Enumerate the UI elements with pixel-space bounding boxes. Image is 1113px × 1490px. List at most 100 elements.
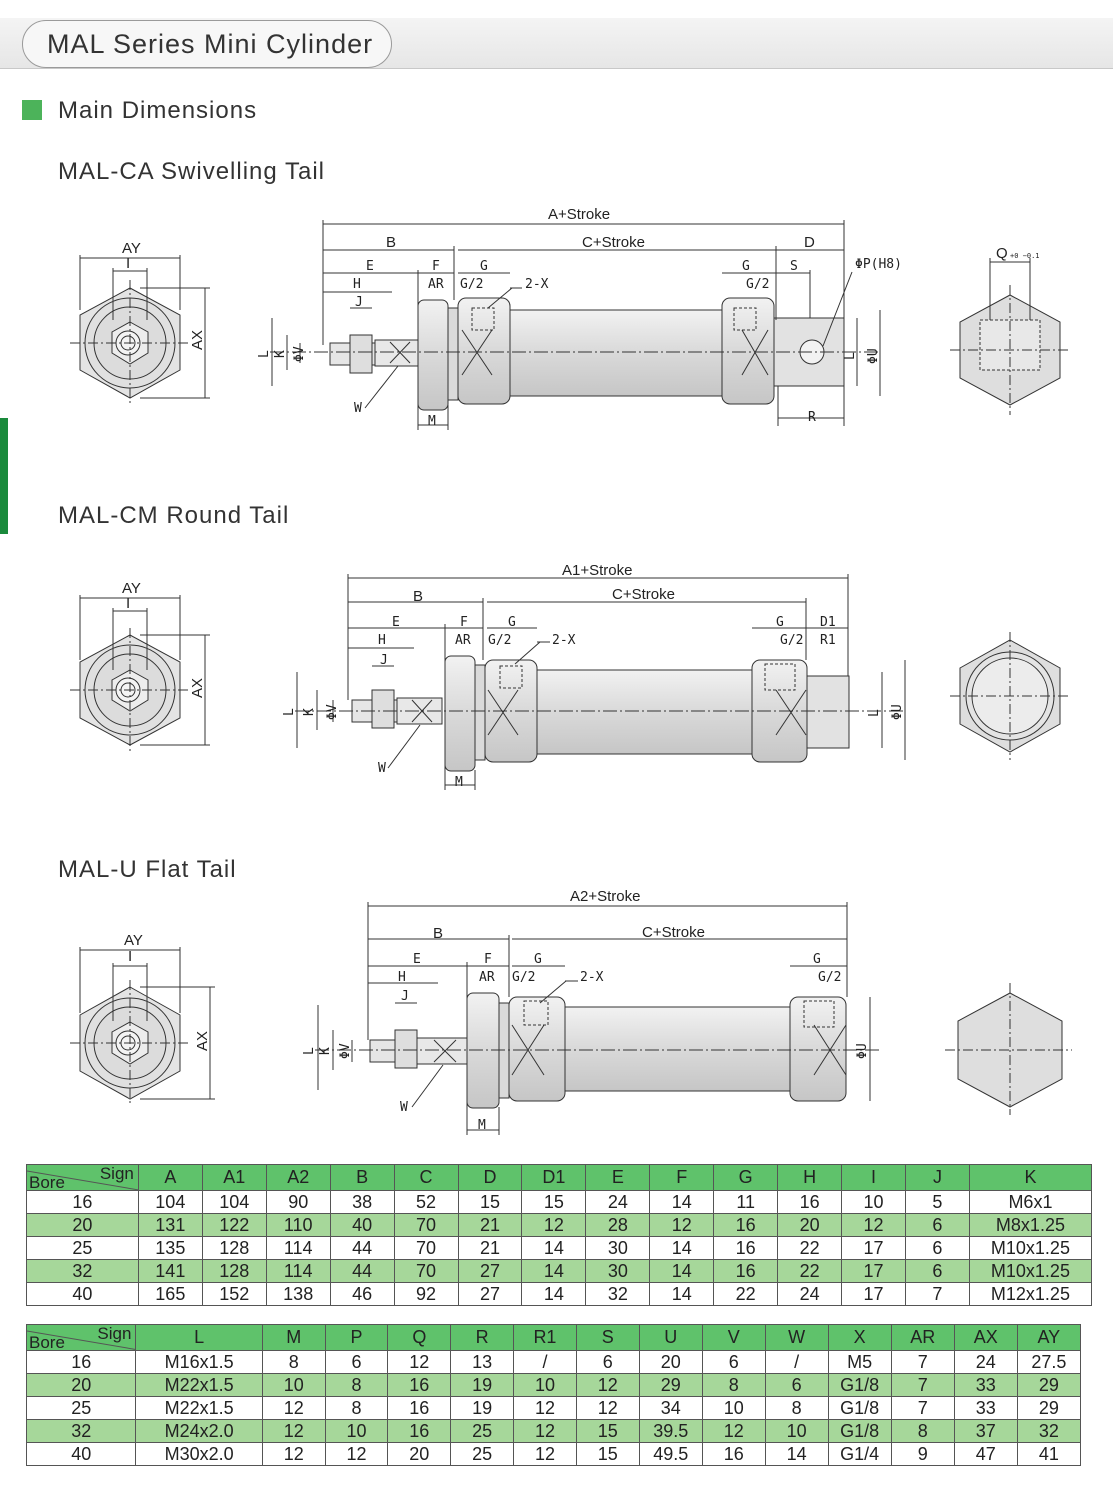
col-header: L xyxy=(135,1324,263,1351)
col-header: S xyxy=(575,1324,640,1351)
col-header: W xyxy=(764,1324,829,1351)
table-cell: 8 xyxy=(764,1396,829,1420)
dim-f: F xyxy=(484,952,492,967)
dim-e: E xyxy=(366,259,374,274)
table-cell: 16 xyxy=(701,1442,766,1466)
dim-m: M xyxy=(478,1118,486,1133)
table-cell: 6 xyxy=(904,1236,970,1260)
dim-ax: AX xyxy=(189,678,206,698)
table-cell: 44 xyxy=(329,1236,395,1260)
table-cell: 122 xyxy=(201,1213,267,1237)
rear-end-view xyxy=(950,632,1070,760)
drawing-cm: AY I AX A1+Stroke B C+Stroke E xyxy=(0,560,1113,800)
table-cell: 25 xyxy=(450,1419,515,1443)
section-title: Main Dimensions xyxy=(58,97,258,124)
table-cell: M6x1 xyxy=(968,1190,1093,1214)
table-cell: 32 xyxy=(1016,1419,1082,1443)
table-header-row: Sign Bore L M P Q R R1 S U V W X AR AX A… xyxy=(25,1324,1082,1351)
col-header: P xyxy=(324,1324,389,1351)
table-cell: 30 xyxy=(585,1259,651,1283)
table-cell: G1/8 xyxy=(827,1419,892,1443)
table-cell: 29 xyxy=(1016,1373,1082,1397)
dim-i: I xyxy=(128,948,132,965)
table-cell: 16 xyxy=(387,1373,452,1397)
dim-k: K xyxy=(318,1047,333,1055)
table-cell: 6 xyxy=(701,1350,766,1374)
rear-end-view xyxy=(945,983,1072,1115)
table-cell: 10 xyxy=(701,1396,766,1420)
dim-ay: AY xyxy=(122,580,141,597)
corner-bore: Bore xyxy=(29,1333,65,1350)
table-cell: / xyxy=(764,1350,829,1374)
table-cell: 29 xyxy=(1016,1396,1082,1420)
dim-i: I xyxy=(126,255,130,272)
table-cell: 12 xyxy=(387,1350,452,1374)
table-cell: 6 xyxy=(904,1259,970,1283)
corner-sign: Sign xyxy=(99,1165,134,1183)
col-header: R xyxy=(450,1324,515,1351)
dim-b: B xyxy=(386,234,396,251)
dim-d1: D1 xyxy=(820,615,836,630)
col-header: A xyxy=(137,1164,203,1191)
table-cell: 22 xyxy=(777,1259,843,1283)
table-cell: 8 xyxy=(261,1350,326,1374)
bore-cell: 40 xyxy=(26,1282,139,1306)
table-cell: 12 xyxy=(513,1396,577,1420)
dim-e: E xyxy=(413,952,421,967)
bore-cell: 16 xyxy=(25,1350,137,1374)
table-cell: 70 xyxy=(393,1236,459,1260)
dim-w: W xyxy=(400,1100,408,1115)
col-header: J xyxy=(904,1164,970,1191)
dim-b: B xyxy=(433,925,443,942)
table-cell: 128 xyxy=(201,1259,267,1283)
table-cell: 15 xyxy=(575,1419,640,1443)
col-header: R1 xyxy=(513,1324,577,1351)
drawing-u-svg: AY I AX A2+Stroke B C+Stroke E F G xyxy=(70,888,1072,1135)
table-cell: 12 xyxy=(324,1442,389,1466)
dim-q: Q xyxy=(996,245,1008,262)
table-cell: 6 xyxy=(904,1213,970,1237)
table-cell: 22 xyxy=(777,1236,843,1260)
view-title-cm: MAL-CM Round Tail xyxy=(58,502,290,529)
dim-g1: G xyxy=(480,259,488,274)
dim-ay: AY xyxy=(124,932,143,949)
table-cell: 9 xyxy=(890,1442,955,1466)
table-cell: 6 xyxy=(324,1350,389,1374)
drawing-ca: AY I AX A+Strok xyxy=(0,200,1113,440)
table-cell: 34 xyxy=(638,1396,703,1420)
table-cell: 8 xyxy=(701,1373,766,1397)
table-cell: 165 xyxy=(137,1282,203,1306)
cylinder-side-view xyxy=(270,297,880,411)
dim-x: 2-X xyxy=(552,633,576,648)
table-cell: 14 xyxy=(649,1259,715,1283)
table-cell: / xyxy=(513,1350,577,1374)
col-header: A2 xyxy=(265,1164,331,1191)
table-cell: 21 xyxy=(457,1213,523,1237)
corner-diagonal xyxy=(27,1330,136,1350)
dim-ar: AR xyxy=(455,633,471,648)
table-cell: 128 xyxy=(201,1236,267,1260)
corner-cell: Sign Bore xyxy=(25,1324,137,1351)
table-cell: 37 xyxy=(953,1419,1018,1443)
table-cell: M5 xyxy=(827,1350,892,1374)
dim-j: J xyxy=(401,989,409,1004)
dim-c: C+Stroke xyxy=(642,924,705,941)
dimension-lines xyxy=(271,220,881,430)
table-cell: 16 xyxy=(777,1190,843,1214)
table-cell: M8x1.25 xyxy=(968,1213,1093,1237)
dim-g3: G xyxy=(742,259,750,274)
table-cell: 33 xyxy=(953,1373,1018,1397)
drawing-cm-svg: AY I AX A1+Stroke B C+Stroke E xyxy=(70,562,1070,790)
table-cell: M12x1.25 xyxy=(968,1282,1093,1306)
dim-b: B xyxy=(413,588,423,605)
table-header-row: Sign Bore A A1 A2 B C D D1 E F G H I J K xyxy=(26,1164,1093,1191)
dim-l: L xyxy=(257,350,272,358)
dim-m: M xyxy=(428,414,436,429)
table-cell: 20 xyxy=(387,1442,452,1466)
drawing-ca-svg: AY I AX A+Strok xyxy=(70,206,1070,430)
table-cell: 10 xyxy=(324,1419,389,1443)
dim-u: ΦU xyxy=(890,704,905,720)
col-header: V xyxy=(701,1324,766,1351)
dim-v: ΦV xyxy=(292,346,307,362)
